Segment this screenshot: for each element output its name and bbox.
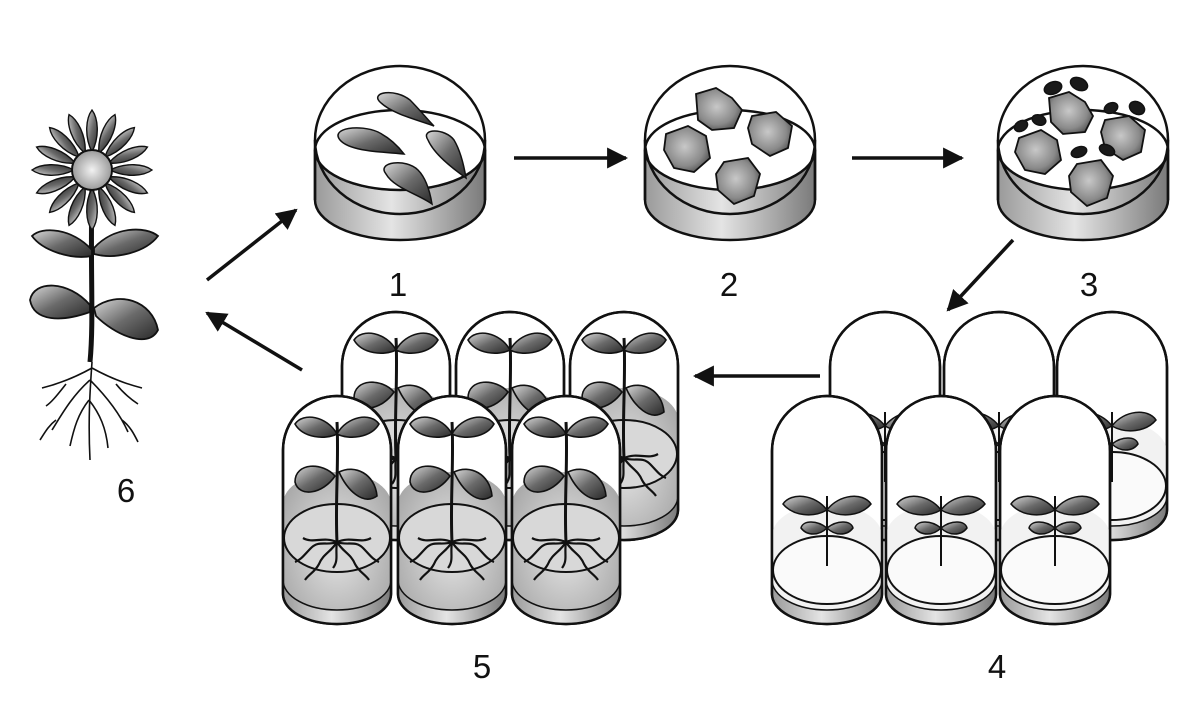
petal-icon <box>35 176 77 195</box>
petal-icon <box>30 164 76 176</box>
petal-icon <box>86 186 98 232</box>
arrow-6-to-1 <box>205 208 298 282</box>
culture-tube-front-3 <box>510 394 622 626</box>
petal-icon <box>107 145 149 164</box>
roots <box>294 537 380 581</box>
culture-tube-front-1 <box>281 394 393 626</box>
culture-tubes-step-4 <box>770 310 1169 626</box>
step-label-2: 2 <box>720 266 738 303</box>
roots <box>409 537 495 581</box>
step-label-6: 6 <box>117 472 135 509</box>
culture-tubes-step-5 <box>281 310 680 626</box>
petal-icon <box>103 126 136 159</box>
leaf-explants <box>337 91 468 206</box>
culture-tube-front-2 <box>884 394 998 626</box>
petal-icon <box>108 164 154 176</box>
petal-icon <box>107 176 149 195</box>
petal-icon <box>98 185 117 227</box>
rooted-plantlet <box>409 416 495 581</box>
callus-clumps <box>663 87 793 206</box>
petal-icon <box>103 181 136 214</box>
petal-icon <box>67 185 86 227</box>
petal-icon <box>48 126 81 159</box>
petal-icon <box>35 145 77 164</box>
sunflower-head <box>30 108 154 232</box>
process-arrows <box>205 147 1015 387</box>
shoot-plantlet <box>1010 495 1100 566</box>
step-label-3: 3 <box>1080 266 1098 303</box>
petal-icon <box>48 181 81 214</box>
culture-tube-front-3 <box>998 394 1112 626</box>
rooted-plantlet <box>294 416 380 581</box>
culture-tube-front-1 <box>770 394 884 626</box>
roots <box>523 537 609 581</box>
rooted-plantlet <box>523 416 609 581</box>
step-label-5: 5 <box>473 648 491 685</box>
step-label-1: 1 <box>389 266 407 303</box>
petal-icon <box>67 113 86 155</box>
arrow-3-to-4 <box>946 238 1015 312</box>
step-label-4: 4 <box>988 648 1006 685</box>
mature-plant-step-6 <box>29 108 160 461</box>
culture-tube-front-2 <box>396 394 508 626</box>
plant-roots <box>39 361 143 461</box>
shoot-plantlet <box>782 495 872 566</box>
arrow-5-to-6 <box>205 311 303 372</box>
petal-icon <box>86 108 98 154</box>
petal-icon <box>98 113 117 155</box>
shoot-plantlet <box>896 495 986 566</box>
step-labels: 1 2 3 4 5 6 <box>117 266 1098 685</box>
petri-dish-step-3 <box>996 64 1170 242</box>
petri-dish-step-1 <box>313 64 487 242</box>
callus-with-shoots <box>1013 76 1146 208</box>
plant-leaves <box>29 228 160 341</box>
petri-dish-step-2 <box>643 64 817 242</box>
